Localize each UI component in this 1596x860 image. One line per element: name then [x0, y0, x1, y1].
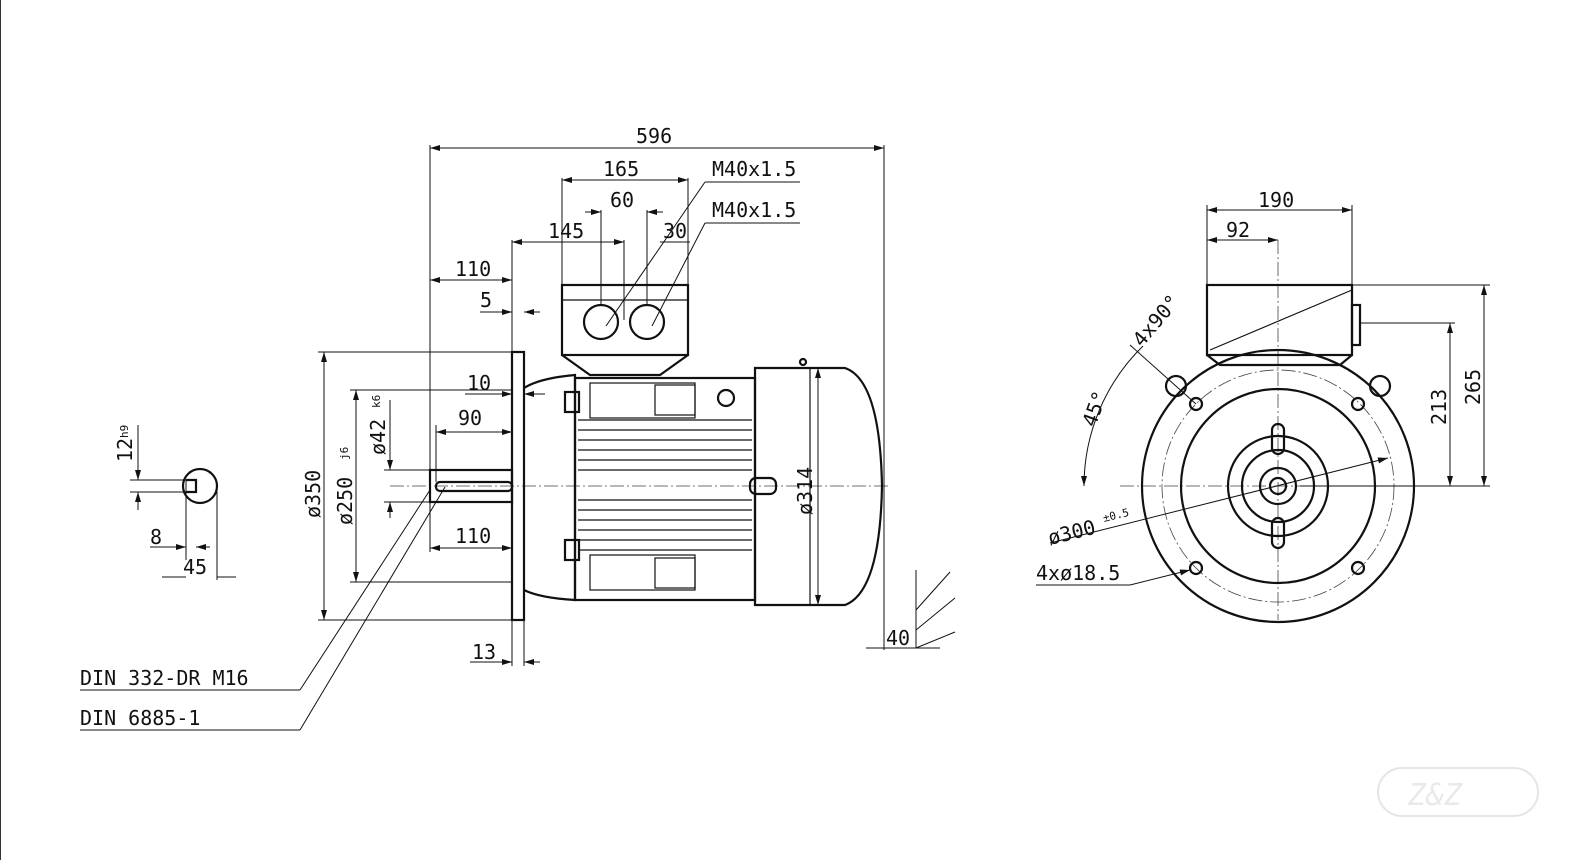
shaft-dia-dim: ø42 [366, 419, 390, 455]
box-offset-dim: 145 [548, 219, 584, 243]
key-depth-dim: 8 [150, 525, 162, 549]
key-standard-note: DIN 6885-1 [80, 706, 200, 730]
flange-dia-dim: ø350 [301, 470, 325, 518]
gland-height-dim: 213 [1427, 389, 1451, 425]
center-hole-note: DIN 332-DR M16 [80, 666, 249, 690]
zz-logo: Z&Z [1377, 767, 1539, 817]
pcd-dim: ø300 [1045, 515, 1098, 550]
hole-pattern-dim: 4x90° [1127, 290, 1184, 352]
gland-spacing-dim: 60 [610, 188, 634, 212]
shaft-section: 12 h9 8 45 [113, 425, 236, 580]
gland-thread-2: M40x1.5 [712, 198, 796, 222]
keyway-length-dim: 90 [458, 406, 482, 430]
flange-offset-dim: 110 [455, 257, 491, 281]
side-view: 596 165 60 145 30 M40x1.5 M40x1.5 110 5 … [80, 124, 956, 731]
spigot-dim: 5 [480, 288, 492, 312]
box-width-dim: 190 [1258, 188, 1294, 212]
angle-dim: 45° [1077, 388, 1112, 430]
svg-text:Z&Z: Z&Z [1407, 778, 1463, 813]
gland-offset-dim: 30 [663, 219, 687, 243]
gland-thread-1: M40x1.5 [712, 157, 796, 181]
shoulder-dim: 10 [467, 371, 491, 395]
spigot-tol: j6 [338, 447, 351, 460]
holes-dim: 4xø18.5 [1036, 561, 1120, 585]
overall-length-dim: 596 [636, 124, 672, 148]
flange-thickness-dim: 13 [472, 640, 496, 664]
fan-cover-dia-dim: ø314 [793, 467, 817, 515]
spigot-dia-dim: ø250 [333, 477, 357, 525]
sheet-border [0, 0, 1, 860]
total-height-dim: 265 [1461, 369, 1485, 405]
front-view: 190 92 213 265 4x90° 45° ø300 ±0.5 4xø18… [1036, 188, 1490, 624]
terminal-box-width-dim: 165 [603, 157, 639, 181]
shaft-length-dim: 110 [455, 524, 491, 548]
pcd-tol: ±0.5 [1102, 506, 1131, 525]
dim-45: 45 [183, 555, 207, 579]
keyway-tol: h9 [118, 425, 131, 438]
foot-clearance-dim: 40 [886, 626, 910, 650]
shaft-tol: k6 [370, 395, 383, 408]
keyway-width-dim: 12 [113, 438, 137, 462]
box-offset-dim-front: 92 [1226, 218, 1250, 242]
